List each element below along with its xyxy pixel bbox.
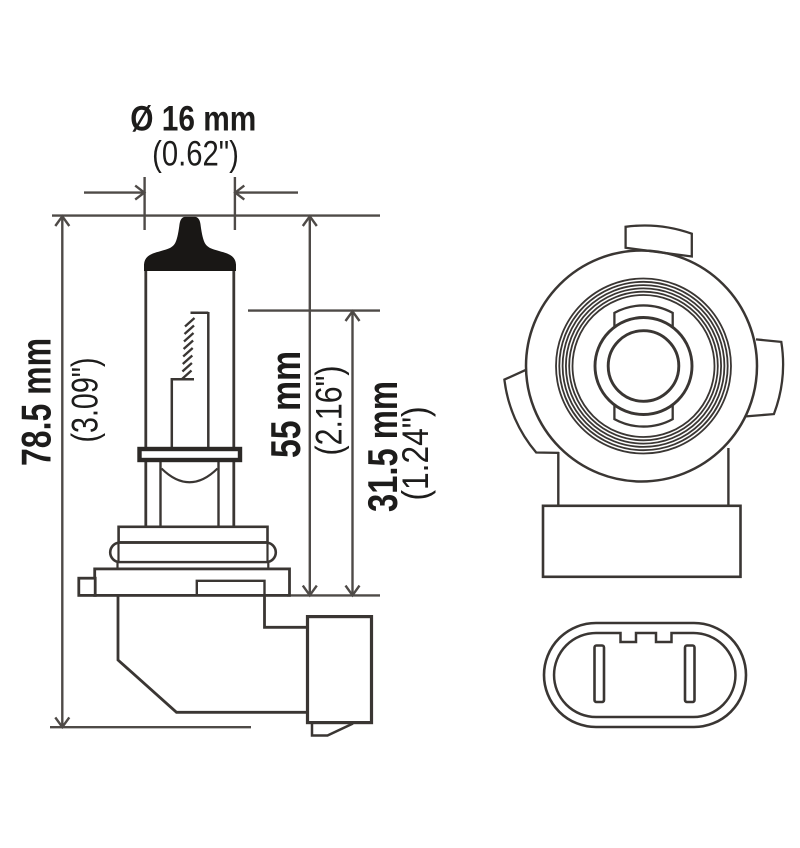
svg-text:31.5 mm: 31.5 mm	[359, 381, 406, 512]
svg-text:(0.62"): (0.62")	[152, 135, 239, 174]
svg-text:55 mm: 55 mm	[263, 351, 309, 458]
svg-text:(1.24"): (1.24")	[394, 407, 436, 501]
svg-text:Ø 16 mm: Ø 16 mm	[130, 98, 256, 138]
svg-text:78.5 mm: 78.5 mm	[14, 338, 60, 466]
svg-text:(3.09"): (3.09")	[63, 358, 105, 443]
svg-text:(2.16"): (2.16")	[308, 366, 350, 456]
